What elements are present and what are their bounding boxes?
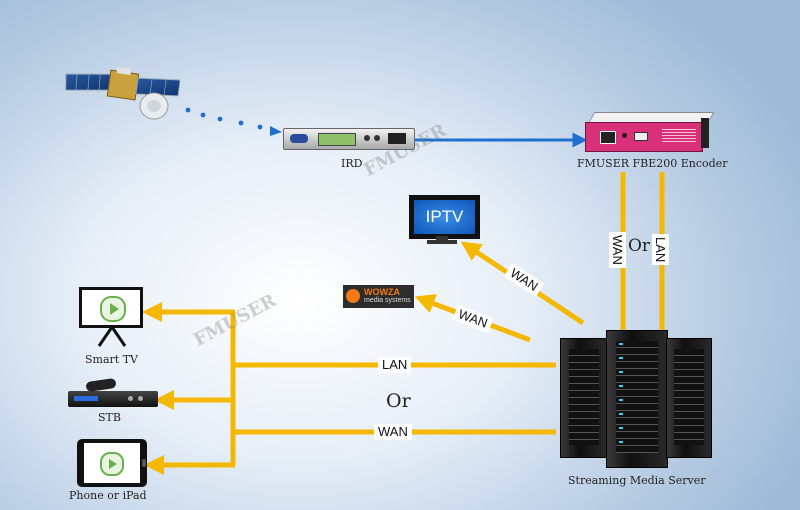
encoder-label: FMUSER FBE200 Encoder: [577, 157, 728, 170]
smart-tv-label: Smart TV: [85, 353, 138, 366]
home-button-icon: [142, 459, 146, 467]
ird-label: IRD: [341, 157, 363, 170]
server-unit-center: [606, 330, 668, 468]
ird-button-icon: [364, 135, 370, 141]
encoder-wan-tag: WAN: [609, 232, 626, 268]
lan-tag: LAN: [378, 357, 412, 373]
server-led-icon: [619, 343, 623, 443]
encoder-lan-tag: LAN: [652, 234, 669, 266]
tv-stand-icon: [97, 327, 127, 347]
wowza-logo: WOWZA media systems: [343, 285, 414, 308]
encoder-or-text: Or: [628, 236, 651, 256]
stb-device: [68, 391, 158, 407]
rj45-port-icon: [600, 131, 616, 144]
satellite-icon: [65, 67, 180, 120]
iptv-stand-icon: [436, 236, 448, 241]
play-icon: [100, 452, 124, 476]
stb-button-icon: [138, 396, 143, 401]
wowza-emblem-icon: [346, 289, 360, 303]
usb-port-icon: [634, 132, 648, 141]
wowza-brand: WOWZA: [364, 287, 400, 297]
encoder-print-icon: [662, 129, 696, 143]
satellite-dotted-link: [185, 107, 282, 136]
stb-button-icon: [128, 396, 133, 401]
tablet-screen: [84, 443, 140, 483]
encoder-device: [581, 112, 715, 152]
wan-tag: WAN: [374, 424, 412, 440]
server-rack: [560, 330, 712, 468]
iptv-monitor: IPTV: [409, 195, 480, 239]
encoder-front: [585, 122, 703, 152]
led-icon: [622, 133, 627, 138]
wowza-sub: media systems: [364, 297, 411, 304]
ird-logo-icon: [290, 134, 308, 143]
play-icon: [100, 296, 126, 322]
encoder-side: [701, 118, 709, 148]
tablet-device: [77, 439, 147, 487]
server-unit-left: [560, 338, 608, 458]
stb-label: STB: [98, 411, 121, 424]
iptv-base-icon: [427, 240, 457, 244]
phone-label: Phone or iPad: [69, 489, 147, 502]
ird-badge-icon: [388, 133, 406, 144]
ird-device: [283, 128, 415, 150]
iptv-label: IPTV: [414, 200, 475, 234]
or-text: Or: [386, 390, 411, 412]
ird-display-icon: [318, 133, 356, 146]
smart-tv-device: [79, 287, 143, 328]
server-unit-right: [666, 338, 712, 458]
ird-button-icon: [374, 135, 380, 141]
stb-display-icon: [74, 396, 98, 401]
server-label: Streaming Media Server: [568, 474, 706, 487]
